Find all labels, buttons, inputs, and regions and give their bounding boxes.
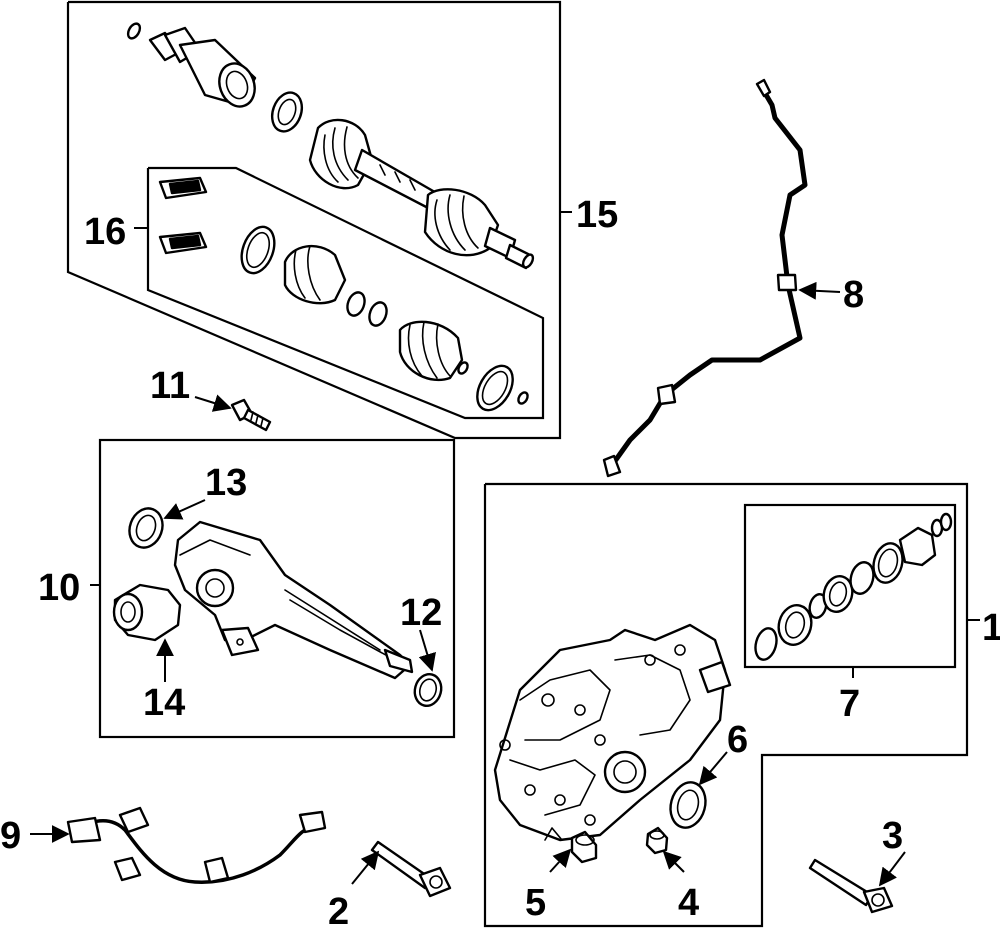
callout-6: 6 <box>727 719 748 761</box>
front-axle-group-box: 10 <box>38 438 456 739</box>
callout-4: 4 <box>678 882 699 924</box>
differential-group-box: 1 <box>483 482 1000 928</box>
callout-13: 13 <box>205 462 247 504</box>
boot-kit-group-box: 16 <box>84 166 545 420</box>
seal-6: 6 <box>669 719 748 829</box>
callout-11: 11 <box>150 365 190 407</box>
differential-housing <box>493 623 732 842</box>
bearing-kit-parts <box>754 512 953 661</box>
callout-15: 15 <box>576 194 618 236</box>
callout-9: 9 <box>0 815 21 857</box>
callout-12: 12 <box>400 592 442 634</box>
axle-shaft-assembly <box>126 22 535 270</box>
sensor-cable: 9 <box>0 806 327 884</box>
bolt-11: 11 <box>150 365 272 432</box>
callout-3: 3 <box>882 815 903 857</box>
axle-shaft-group-box: 15 <box>66 0 618 440</box>
callout-16: 16 <box>84 211 126 253</box>
callout-8: 8 <box>843 274 864 316</box>
plug-5: 5 <box>525 830 598 924</box>
boot-kit-parts <box>158 176 529 412</box>
bearing-kit-group-box: 7 <box>743 503 957 725</box>
callout-2: 2 <box>328 891 349 928</box>
callout-10: 10 <box>38 567 80 609</box>
callout-5: 5 <box>525 882 546 924</box>
callout-14: 14 <box>143 682 185 724</box>
plug-4: 4 <box>645 826 699 924</box>
vent-hose: 8 <box>602 78 864 478</box>
callout-7: 7 <box>839 683 860 725</box>
bolt-2: 2 <box>328 840 452 928</box>
bolt-3: 3 <box>808 815 906 914</box>
front-axle-assembly: 13 14 12 <box>112 462 443 724</box>
callout-1: 1 <box>982 607 1000 649</box>
